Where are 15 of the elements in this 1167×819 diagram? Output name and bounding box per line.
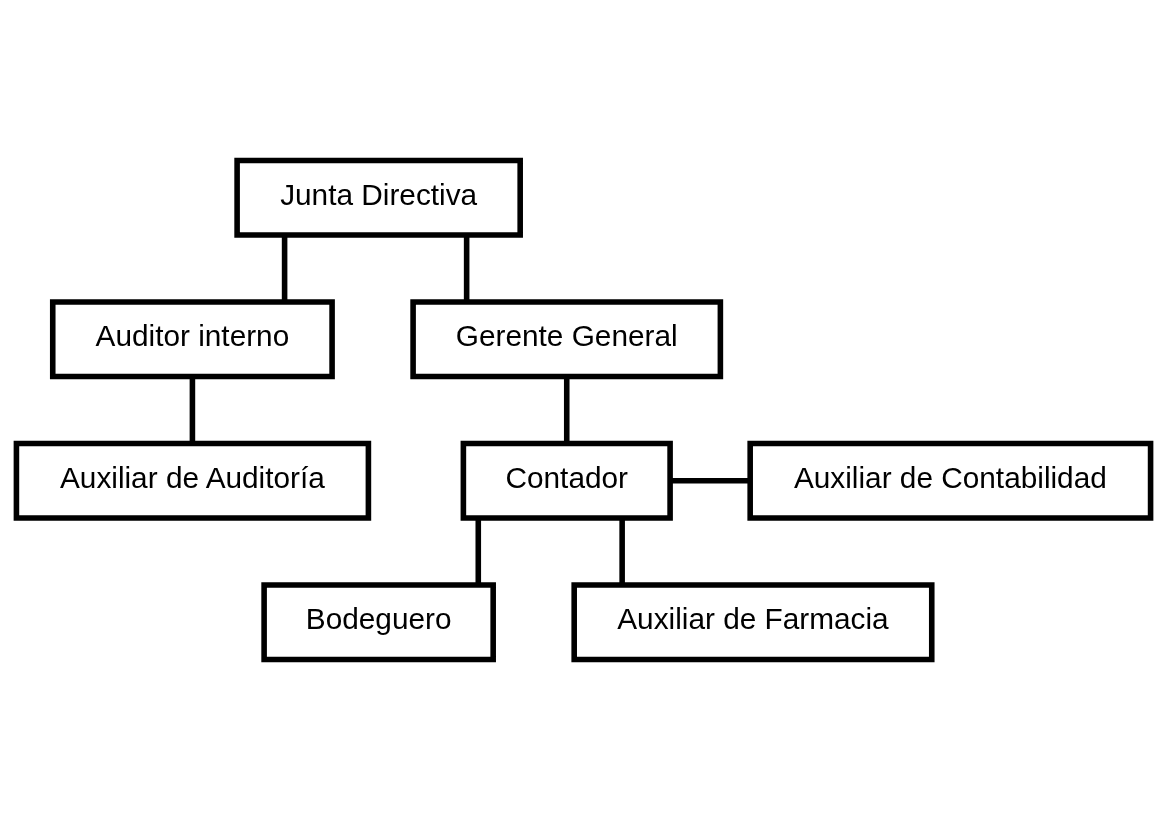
node-box: Auxiliar de Auditoría: [13, 440, 372, 521]
connector: [619, 518, 625, 585]
connector: [281, 235, 288, 302]
node-box: Junta Directiva: [234, 157, 523, 238]
connector: [189, 376, 196, 443]
node-box: Auxiliar de Farmacia: [571, 581, 935, 662]
node-box: Auxiliar de Contabilidad: [747, 440, 1154, 521]
connector: [670, 477, 750, 484]
node-box: Contador: [460, 440, 673, 521]
node-box: Gerente General: [410, 298, 724, 379]
node-box: Bodeguero: [261, 581, 496, 662]
connector: [475, 518, 482, 585]
node-box: Auditor interno: [49, 298, 335, 379]
connector: [463, 235, 470, 302]
connector: [563, 376, 570, 443]
